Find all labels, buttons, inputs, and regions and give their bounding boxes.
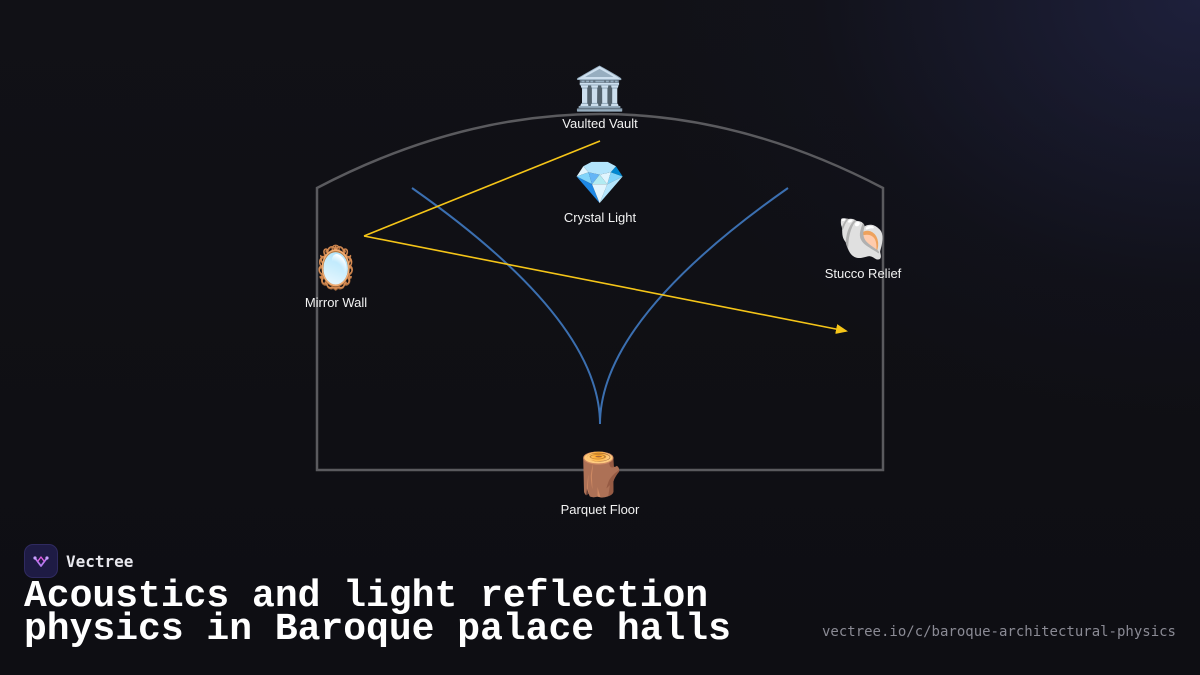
crystal-icon: 💎 bbox=[573, 158, 627, 207]
node-label: Vaulted Vault bbox=[562, 116, 638, 131]
node-stucco-relief: 🐚 Stucco Relief bbox=[783, 214, 943, 281]
node-crystal-light: 💎 Crystal Light bbox=[520, 158, 680, 225]
hall-outline bbox=[315, 112, 885, 472]
node-mirror-wall: 🪞 Mirror Wall bbox=[256, 243, 416, 310]
sound-wave-left bbox=[411, 187, 601, 425]
vectree-logo-icon bbox=[24, 544, 58, 578]
node-vaulted-vault: 🏛️ Vaulted Vault bbox=[520, 64, 680, 131]
sound-wave-right bbox=[599, 187, 789, 425]
light-ray-incident bbox=[363, 140, 601, 237]
hall-diagram bbox=[315, 112, 885, 472]
wood-icon: 🪵 bbox=[573, 450, 627, 499]
brand-name: Vectree bbox=[66, 551, 134, 571]
brand: Vectree bbox=[24, 544, 133, 578]
shell-icon: 🐚 bbox=[836, 214, 890, 263]
light-ray-reflected bbox=[363, 235, 848, 334]
node-parquet-floor: 🪵 Parquet Floor bbox=[520, 450, 680, 517]
vault-icon: 🏛️ bbox=[573, 64, 627, 113]
mirror-icon: 🪞 bbox=[309, 243, 363, 292]
node-label: Parquet Floor bbox=[560, 502, 640, 517]
node-label: Mirror Wall bbox=[304, 295, 368, 310]
source-url: vectree.io/c/baroque-architectural-physi… bbox=[821, 624, 1176, 640]
node-label: Stucco Relief bbox=[824, 266, 902, 281]
node-label: Crystal Light bbox=[563, 210, 637, 225]
page-title: Acoustics and light reflection physics i… bbox=[24, 575, 731, 651]
